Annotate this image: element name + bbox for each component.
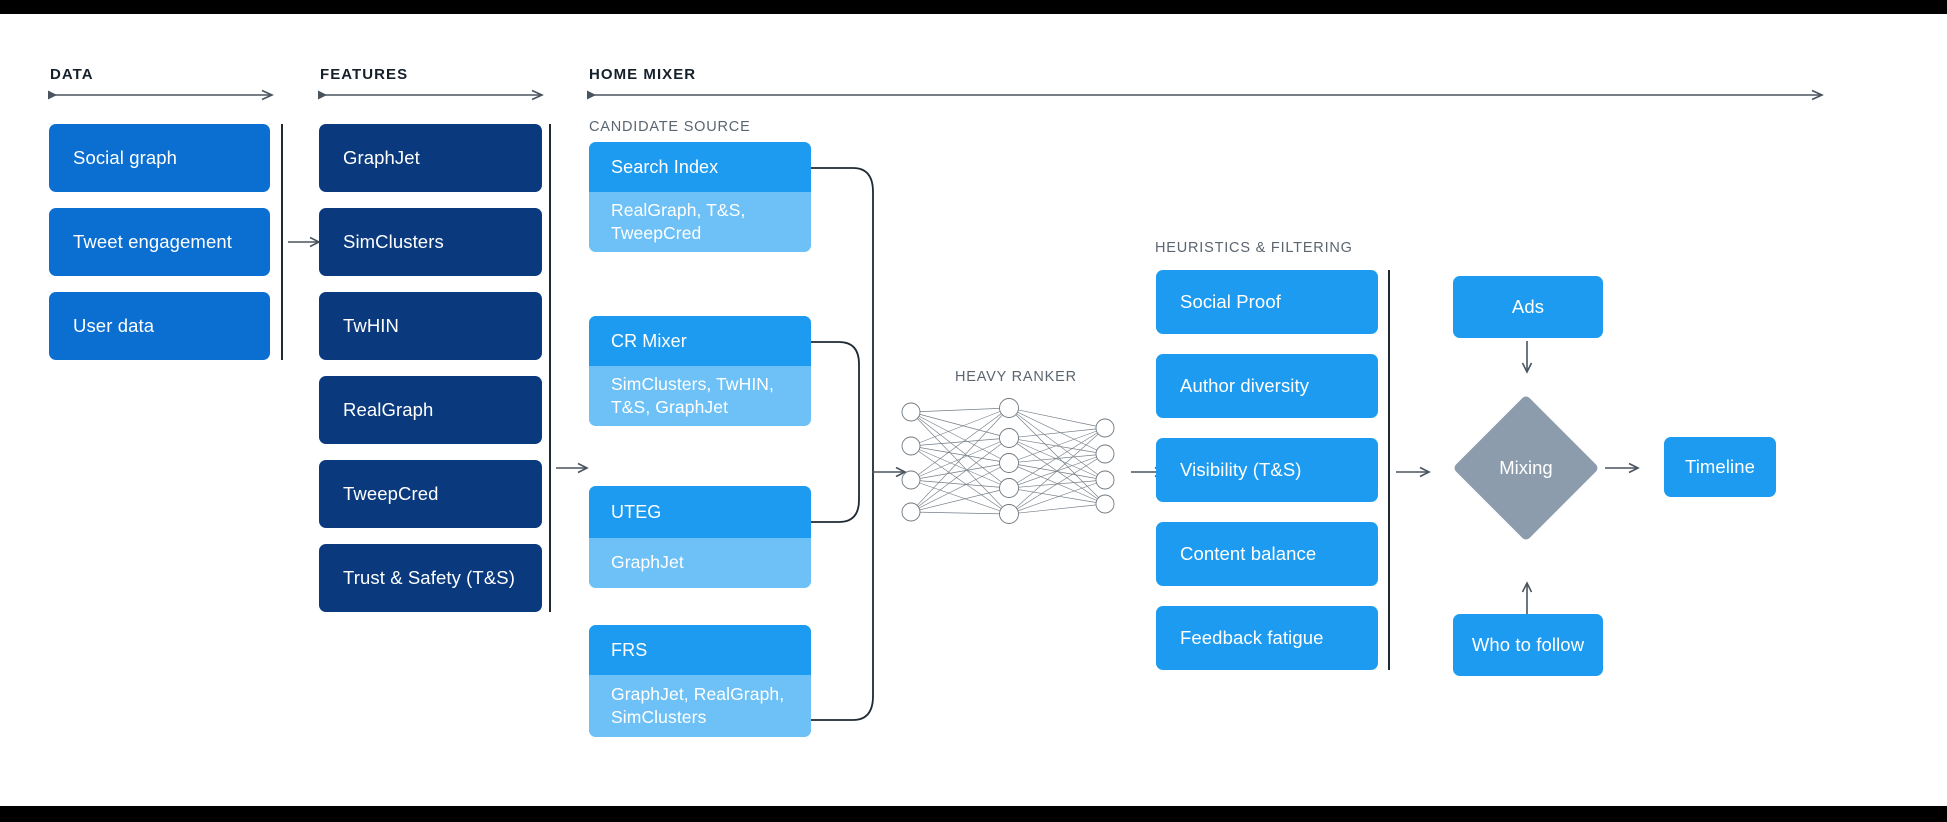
arrow-features-to-candidate-source [556, 462, 589, 474]
section-header-home-mixer: HOME MIXER [589, 66, 697, 83]
letterbox-top [0, 0, 1947, 14]
arrow-candidate-source-to-heavy-ranker [872, 466, 907, 478]
sublabel-candidate-source: CANDIDATE SOURCE [589, 119, 751, 135]
arrow-who-to-follow-to-mixing [1521, 581, 1533, 614]
arrow-mixing-to-timeline [1605, 462, 1640, 474]
bracket-candidate-sources-to-ranker [811, 164, 921, 724]
feature-box-realgraph[interactable]: RealGraph [319, 376, 542, 444]
candidate-source-title-uteg: UTEG [589, 486, 811, 538]
axis-arrow-home-mixer [587, 89, 1824, 101]
axis-arrow-data [48, 89, 274, 101]
sublabel-heavy-ranker: HEAVY RANKER [955, 369, 1077, 385]
separator-heuristics-output [1388, 270, 1390, 670]
candidate-source-title-search-index: Search Index [589, 142, 811, 192]
candidate-source-title-cr-mixer: CR Mixer [589, 316, 811, 366]
candidate-source-features-frs: GraphJet, RealGraph, SimClusters [589, 675, 811, 737]
candidate-source-title-frs: FRS [589, 625, 811, 675]
candidate-source-card-uteg[interactable]: UTEG GraphJet [589, 486, 811, 588]
mixing-diamond[interactable] [1452, 394, 1600, 542]
candidate-source-features-cr-mixer: SimClusters, TwHIN, T&S, GraphJet [589, 366, 811, 426]
heavy-ranker-neural-network [895, 396, 1125, 526]
data-box-user-data[interactable]: User data [49, 292, 270, 360]
data-box-tweet-engagement[interactable]: Tweet engagement [49, 208, 270, 276]
data-box-social-graph[interactable]: Social graph [49, 124, 270, 192]
output-box-timeline[interactable]: Timeline [1664, 437, 1776, 497]
sublabel-heuristics-filtering: HEURISTICS & FILTERING [1155, 240, 1353, 256]
heuristic-box-content-balance[interactable]: Content balance [1156, 522, 1378, 586]
candidate-source-card-cr-mixer[interactable]: CR Mixer SimClusters, TwHIN, T&S, GraphJ… [589, 316, 811, 426]
output-box-who-to-follow[interactable]: Who to follow [1453, 614, 1603, 676]
separator-data-features [281, 124, 283, 360]
arrow-ads-to-mixing [1521, 341, 1533, 374]
feature-box-trust-safety[interactable]: Trust & Safety (T&S) [319, 544, 542, 612]
feature-box-twhin[interactable]: TwHIN [319, 292, 542, 360]
separator-features-homemixer [549, 124, 551, 612]
candidate-source-card-frs[interactable]: FRS GraphJet, RealGraph, SimClusters [589, 625, 811, 737]
heuristic-box-author-diversity[interactable]: Author diversity [1156, 354, 1378, 418]
heuristic-box-visibility[interactable]: Visibility (T&S) [1156, 438, 1378, 502]
feature-box-graphjet[interactable]: GraphJet [319, 124, 542, 192]
heuristic-box-feedback-fatigue[interactable]: Feedback fatigue [1156, 606, 1378, 670]
diagram-body: DATA Social graph Tweet engagement User … [0, 14, 1947, 806]
section-header-data: DATA [50, 66, 94, 83]
axis-arrow-features [318, 89, 544, 101]
feature-box-tweepcred[interactable]: TweepCred [319, 460, 542, 528]
heuristic-box-social-proof[interactable]: Social Proof [1156, 270, 1378, 334]
candidate-source-features-search-index: RealGraph, T&S, TweepCred [589, 192, 811, 252]
section-header-features: FEATURES [320, 66, 409, 83]
arrow-data-to-features [288, 236, 321, 248]
letterbox-bottom [0, 806, 1947, 822]
candidate-source-card-search-index[interactable]: Search Index RealGraph, T&S, TweepCred [589, 142, 811, 252]
candidate-source-features-uteg: GraphJet [589, 538, 811, 588]
arrow-heuristics-to-mixing [1396, 466, 1431, 478]
feature-box-simclusters[interactable]: SimClusters [319, 208, 542, 276]
output-box-ads[interactable]: Ads [1453, 276, 1603, 338]
